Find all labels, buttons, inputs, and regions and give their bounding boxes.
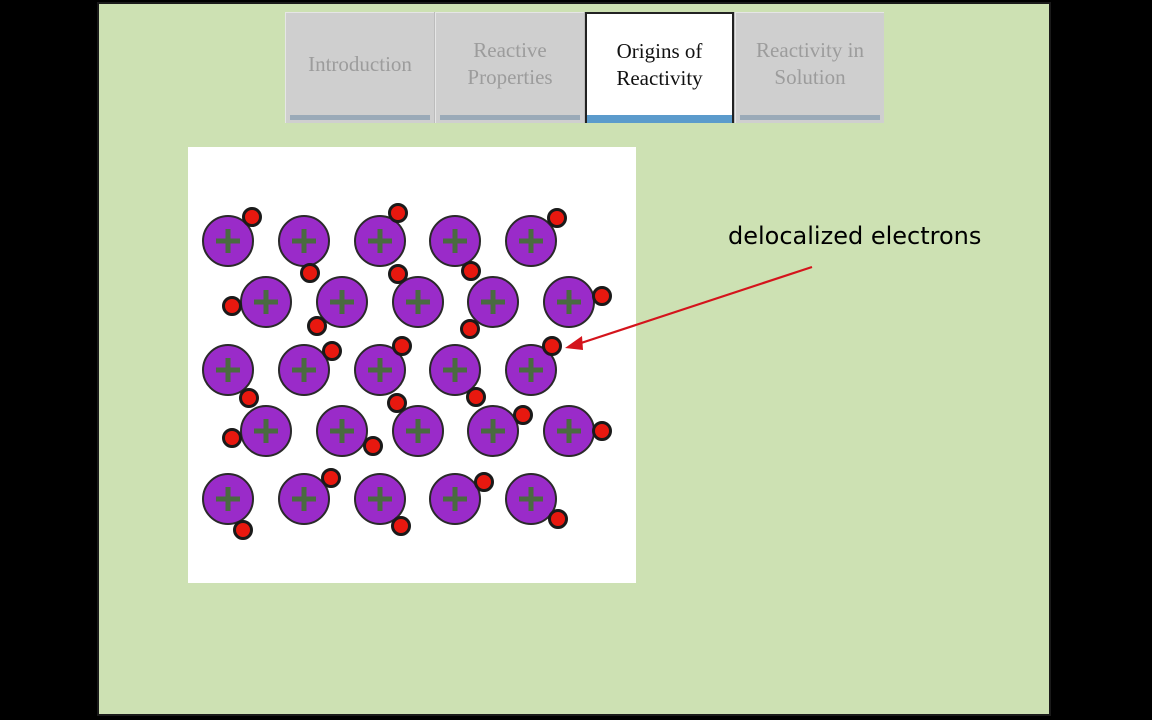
metal-lattice-panel bbox=[188, 147, 636, 583]
tab-introduction[interactable]: Introduction bbox=[285, 12, 434, 123]
tab-origins-of-reactivity[interactable]: Origins of Reactivity bbox=[585, 12, 734, 123]
tab-reactive-properties[interactable]: Reactive Properties bbox=[435, 12, 584, 123]
tab-label: Reactivity in Solution bbox=[756, 38, 864, 89]
tab-reactivity-in-solution[interactable]: Reactivity in Solution bbox=[735, 12, 884, 123]
tab-label: Introduction bbox=[308, 51, 412, 76]
callout-label: delocalized electrons bbox=[728, 222, 982, 250]
tab-indicator bbox=[587, 115, 732, 123]
tab-bar: Introduction Reactive Properties Origins… bbox=[285, 12, 884, 123]
tab-indicator bbox=[740, 115, 880, 120]
tab-label: Reactive Properties bbox=[467, 38, 553, 89]
tab-indicator bbox=[440, 115, 580, 120]
tab-label: Origins of Reactivity bbox=[616, 38, 703, 90]
tab-indicator bbox=[290, 115, 430, 120]
